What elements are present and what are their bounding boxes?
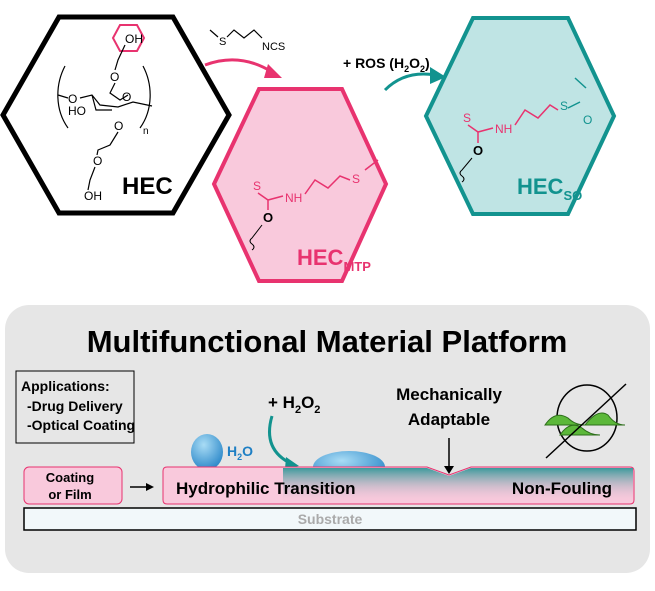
s-label: S (352, 172, 360, 186)
s-label: S (253, 179, 261, 193)
hydrophilic-label: Hydrophilic Transition (176, 479, 355, 498)
platform-title: Multifunctional Material Platform (87, 324, 568, 359)
coating-label: or Film (48, 487, 91, 502)
substrate-label: Substrate (298, 511, 363, 527)
o-label: O (110, 70, 119, 84)
nonfouling-label: Non-Fouling (512, 479, 612, 498)
s-label: S (219, 36, 226, 48)
hec-oh-bottom: OH (84, 189, 102, 203)
application-item: -Optical Coating (27, 417, 135, 433)
o-label: O (68, 92, 77, 106)
nh-label: NH (495, 122, 512, 136)
hec-so-label: HECSO (517, 174, 582, 203)
hec-so-hexagon: S NH S O O HECSO (423, 16, 617, 216)
mechanical-label-2: Adaptable (408, 410, 490, 429)
hec-hexagon: OH O O O HO O n O OH HEC (0, 14, 232, 216)
arrow-head-icon (444, 466, 454, 474)
water-droplet (191, 434, 223, 470)
oxidized-gradient (283, 468, 633, 503)
arrow-head-icon (146, 483, 154, 491)
ncs-label: NCS (262, 41, 285, 53)
hec-oh-top: OH (125, 32, 143, 46)
o-label: O (122, 90, 131, 104)
mechanical-label-1: Mechanically (396, 385, 502, 404)
no-fouling-icon (544, 383, 627, 459)
ros-label: + ROS (H2O2) (343, 55, 430, 74)
substrate-layer (23, 507, 637, 531)
o-label: O (93, 154, 102, 168)
n-subscript: n (143, 126, 149, 137)
coating-label: Coating (46, 470, 94, 485)
applications-heading: Applications: (21, 378, 110, 394)
coating-box (23, 466, 123, 505)
o-label: O (583, 113, 592, 127)
reaction-arrow-1 (204, 58, 273, 74)
arrow-head-icon (430, 67, 446, 84)
h2o2-label: + H2O2 (268, 393, 320, 416)
arrow-head-icon (264, 64, 282, 78)
applications-box (15, 370, 135, 444)
hec-label: HEC (122, 173, 173, 200)
nh-label: NH (285, 191, 302, 205)
reaction-arrow-2 (383, 72, 436, 92)
application-item: -Drug Delivery (27, 398, 123, 414)
s-label: S (560, 99, 568, 113)
hec-mtp-hexagon: S NH S O HECMTP (211, 87, 389, 283)
o-label: O (114, 119, 123, 133)
hec-mtp-label: HECMTP (297, 245, 371, 274)
s-label: S (463, 111, 471, 125)
o-label: O (263, 210, 273, 225)
platform-panel: Multifunctional Material Platform Applic… (5, 305, 650, 573)
ho-label: HO (68, 104, 86, 118)
arrow-head-icon (285, 457, 299, 469)
o-label: O (473, 143, 483, 158)
mtp-reagent: S NCS (209, 29, 285, 53)
water-label: H2O (227, 443, 253, 462)
